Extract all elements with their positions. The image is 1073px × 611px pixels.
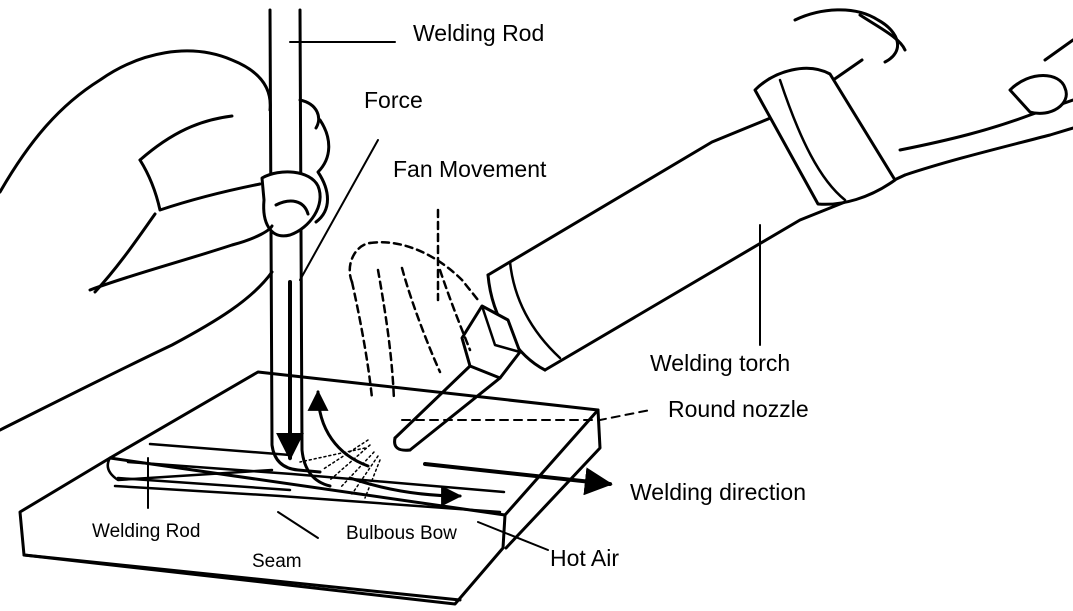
label-round-nozzle: Round nozzle <box>668 396 809 422</box>
fan-movement-arrow <box>307 389 370 468</box>
label-seam: Seam <box>248 550 306 573</box>
label-welding-rod-top: Welding Rod <box>413 20 545 46</box>
label-hot-air: Hot Air <box>550 545 620 571</box>
fan-movement-outline <box>348 208 480 402</box>
label-welding-direction: Welding direction <box>630 479 807 505</box>
welding-direction-arrow <box>423 462 613 496</box>
label-bulbous-bow: Bulbous Bow <box>342 522 461 545</box>
left-hand <box>0 49 331 432</box>
label-force: Force <box>364 87 423 113</box>
label-fan-movement: Fan Movement <box>393 156 547 182</box>
hot-air-arrow <box>348 476 463 507</box>
workpiece-plate <box>18 370 602 606</box>
leader-lines <box>147 41 761 551</box>
welding-torch <box>393 8 1073 452</box>
label-welding-rod-bottom: Welding Rod <box>88 520 205 543</box>
label-welding-torch: Welding torch <box>650 350 791 376</box>
